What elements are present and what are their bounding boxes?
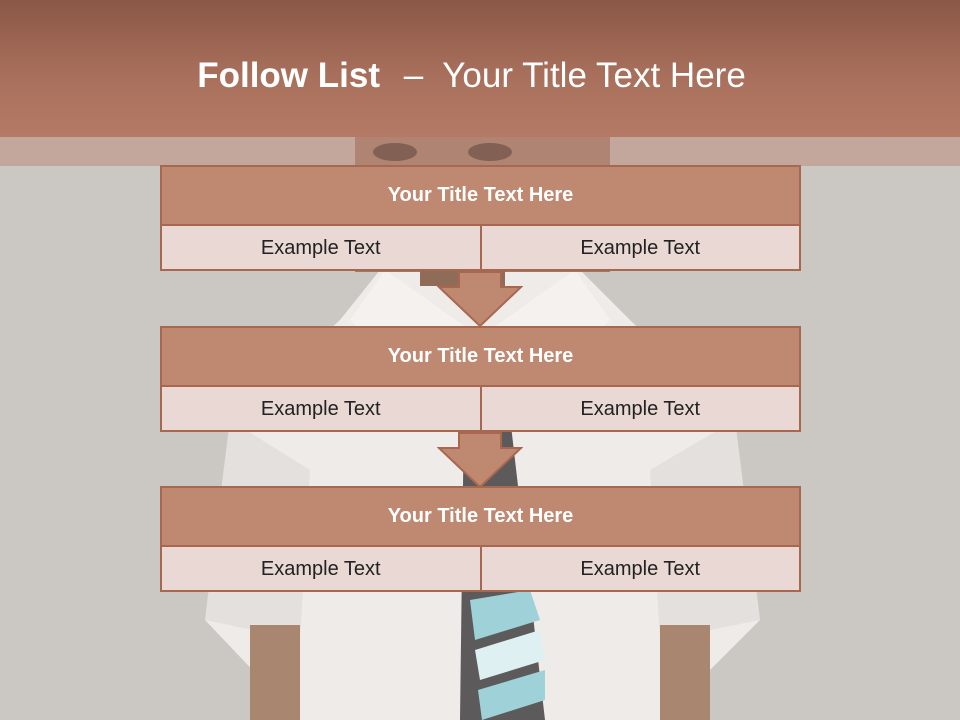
step-text-left: Example Text — [260, 237, 381, 259]
slide-title-rest: Your Title Text Here — [442, 56, 746, 95]
step-title: Your Title Text Here — [162, 167, 799, 226]
down-arrow-icon — [437, 271, 523, 328]
step-text-right: Example Text — [479, 547, 800, 590]
step-row: Example Text Example Text — [162, 547, 800, 590]
step-text-right: Example Text — [479, 387, 800, 430]
step-text-left: Example Text — [260, 558, 381, 580]
step-title: Your Title Text Here — [162, 328, 799, 387]
step-row: Example Text Example Text — [162, 226, 800, 269]
slide-title: Follow List – Your Title Text Here — [0, 54, 943, 98]
title-banner — [0, 0, 960, 137]
step-text-right: Example Text — [479, 226, 800, 269]
slide-title-separator: – — [403, 56, 424, 95]
down-arrow-icon — [437, 432, 523, 489]
step-text-left: Example Text — [260, 398, 381, 420]
step-title: Your Title Text Here — [162, 488, 799, 547]
step-box-1: Your Title Text Here Example Text Exampl… — [160, 165, 801, 271]
step-box-2: Your Title Text Here Example Text Exampl… — [160, 326, 801, 432]
step-box-3: Your Title Text Here Example Text Exampl… — [160, 486, 801, 592]
slide-title-bold: Follow List — [197, 56, 380, 95]
title-banner-band — [0, 137, 960, 166]
step-row: Example Text Example Text — [162, 387, 800, 430]
